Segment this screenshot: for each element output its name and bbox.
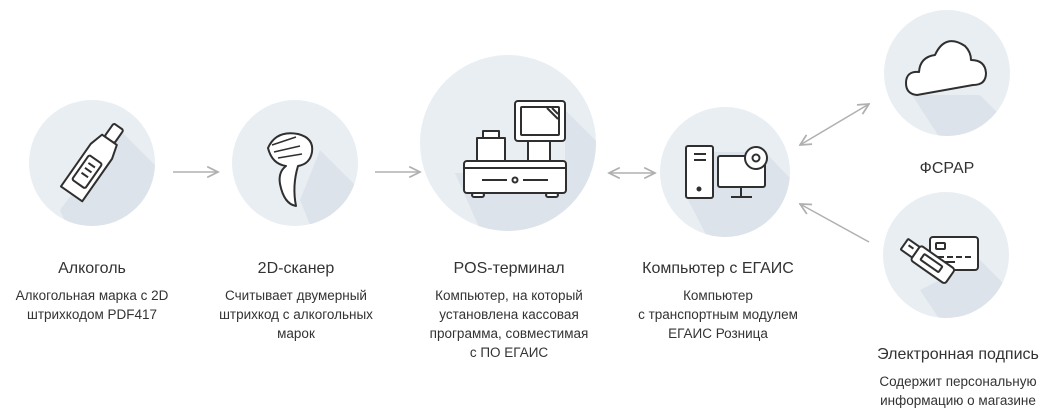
node-title: ФСРАР: [919, 160, 975, 177]
node-computer: Компьютер с ЕГАИС Компьютер с транспортн…: [638, 260, 798, 343]
desc-line: установлена кассовая: [439, 307, 579, 322]
usb-key-icon: [900, 236, 979, 284]
node-title: POS-терминал: [453, 260, 565, 277]
desc-line: Считывает двумерный: [225, 288, 367, 303]
node-description: Алкогольная марка с 2D штрихкодом PDF417: [16, 286, 169, 324]
computer-icon: [685, 145, 768, 199]
cloud-icon: [905, 40, 987, 96]
node-description: Считывает двумерный штрихкод с алкогольн…: [219, 286, 373, 343]
desc-line: Содержит персональную: [879, 374, 1037, 389]
node-signature: Электронная подпись Содержит персональну…: [877, 346, 1039, 410]
desc-line: с транспортным модулем: [638, 307, 798, 322]
desc-line: Компьютер, на который: [435, 288, 583, 303]
bottle-icon: [59, 123, 124, 203]
barcode-scanner-icon: [267, 132, 314, 207]
node-description: Компьютер с транспортным модулем ЕГАИС Р…: [638, 286, 798, 343]
node-title: Электронная подпись: [877, 346, 1039, 363]
node-pos: POS-терминал Компьютер, на который устан…: [430, 260, 589, 362]
desc-line: программа, совместимая: [429, 326, 589, 341]
desc-line: Компьютер: [683, 288, 753, 303]
desc-line: ЕГАИС Розница: [668, 326, 768, 341]
arrow-computer-fsrar: [800, 104, 869, 145]
node-description: Содержит персональную информацию о магаз…: [877, 372, 1039, 410]
node-scanner: 2D-сканер Считывает двумерный штрихкод с…: [219, 260, 373, 343]
node-title: Алкоголь: [58, 260, 126, 277]
node-title: 2D-сканер: [257, 260, 335, 277]
desc-line: штрихкодом PDF417: [26, 307, 158, 322]
node-title: Компьютер с ЕГАИС: [642, 260, 794, 277]
arrow-signature-to-computer: [800, 204, 870, 243]
node-description: Компьютер, на который установлена кассов…: [430, 286, 589, 362]
desc-line: марок: [277, 326, 315, 341]
node-alcohol: Алкоголь Алкогольная марка с 2D штрихкод…: [16, 260, 169, 324]
node-fsrar: ФСРАР: [920, 160, 975, 178]
desc-line: штрихкод с алкогольных: [219, 307, 373, 322]
desc-line: информацию о магазине: [880, 393, 1036, 408]
pos-terminal-icon: [463, 100, 567, 198]
desc-line: с ПО ЕГАИС: [469, 345, 549, 360]
desc-line: Алкогольная марка с 2D: [15, 288, 169, 303]
